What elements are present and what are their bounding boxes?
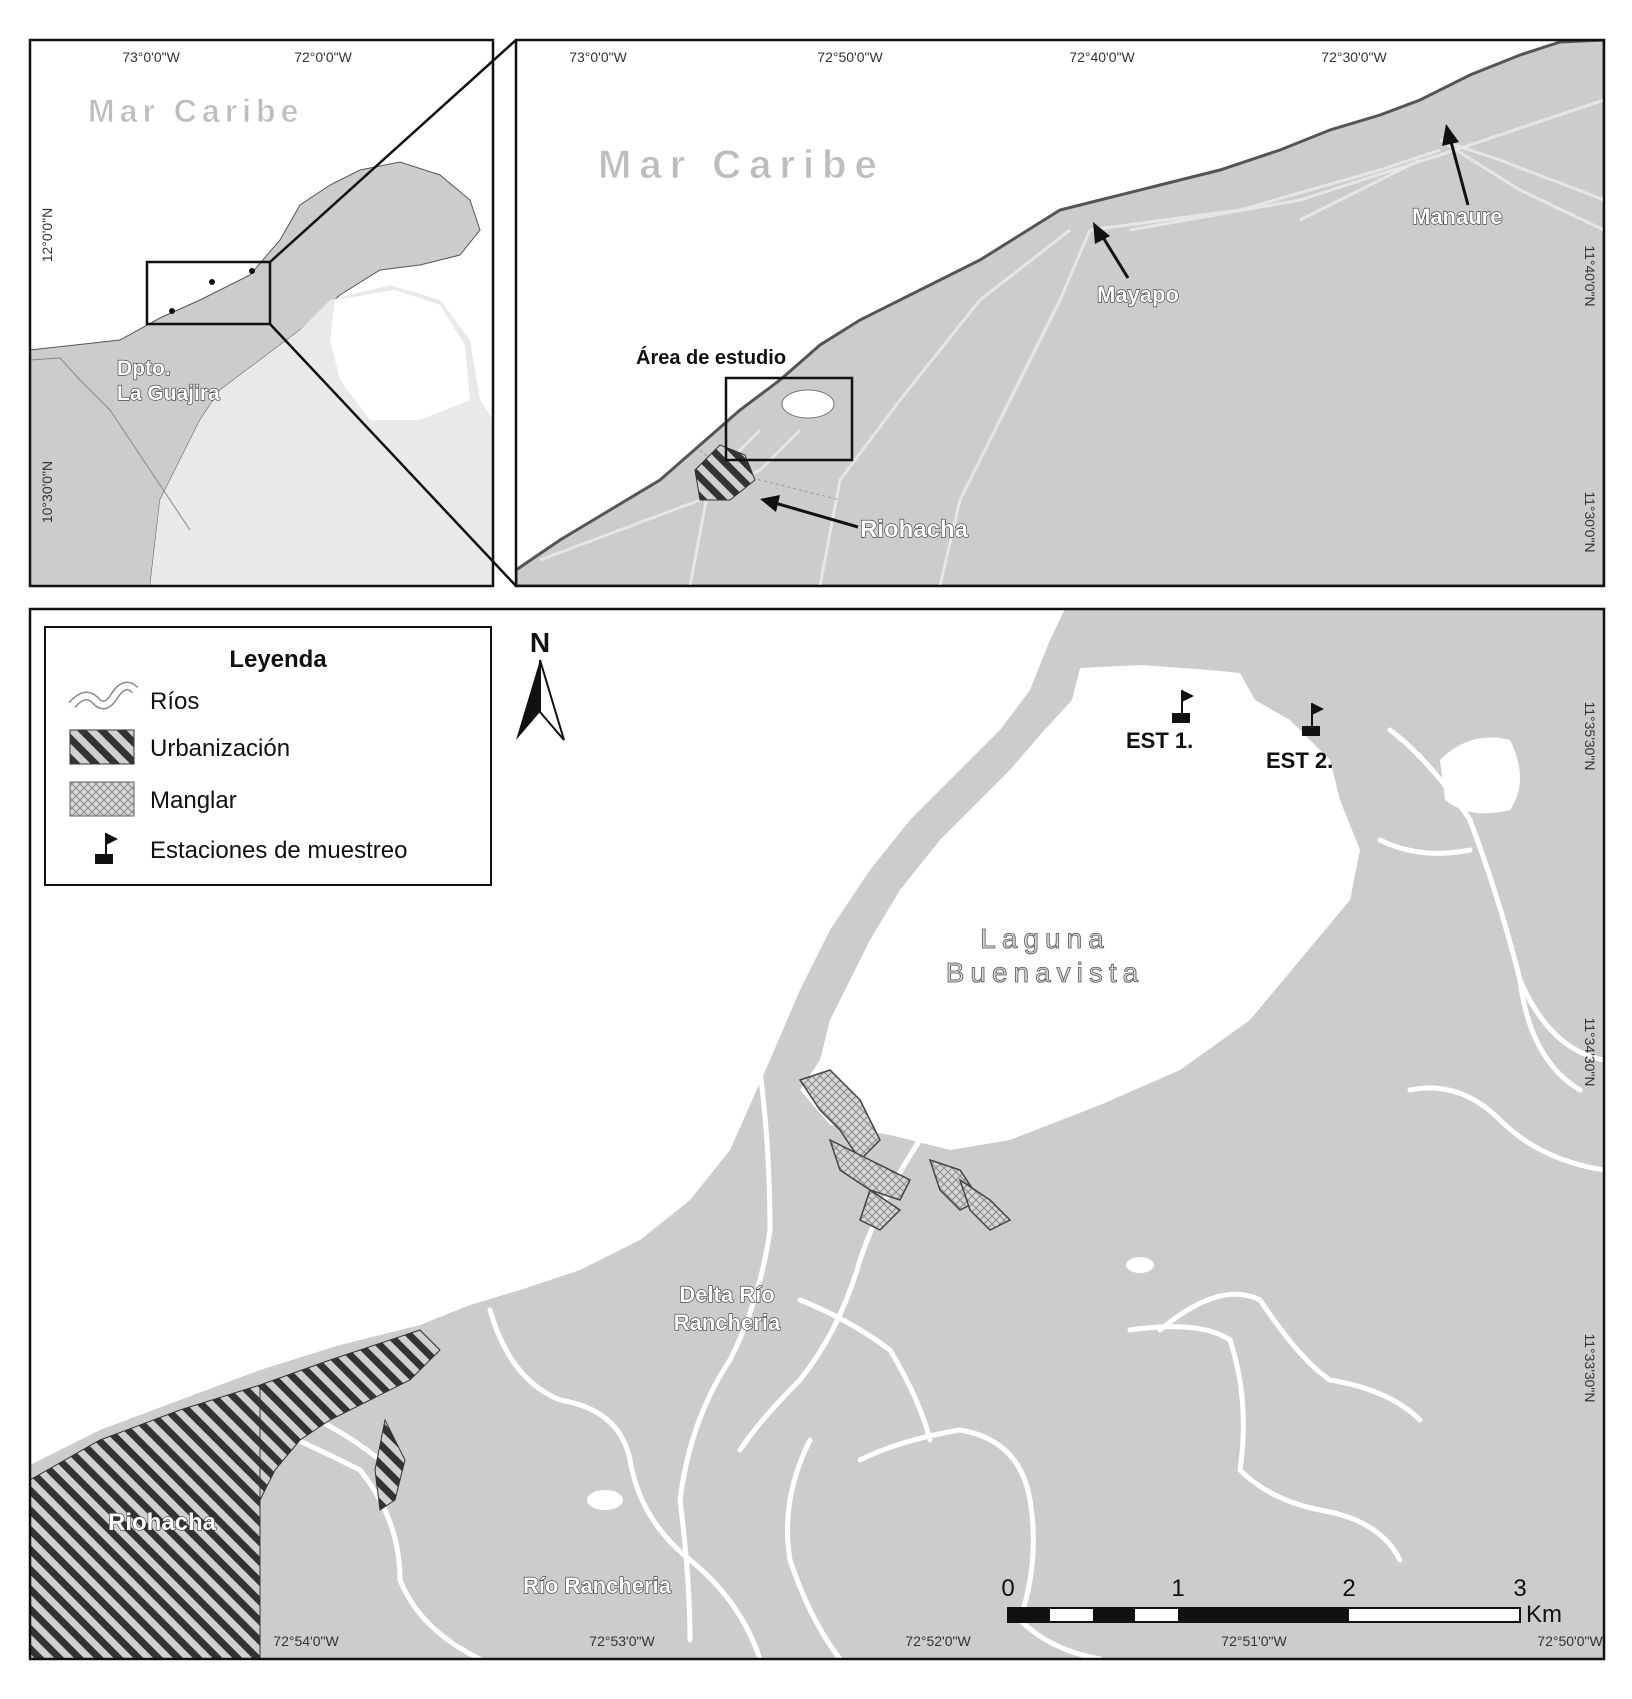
scale-tick: 0 [1001, 1575, 1014, 1602]
regional-lat-tick: 11°40'0"N [1582, 245, 1598, 306]
inset-extent-box [145, 260, 272, 326]
regional-lat-tick: 11°30'0"N [1582, 491, 1598, 552]
inset-lon-tick: 72°0'0"W [294, 49, 352, 65]
detail-lon-tick: 72°53'0"W [589, 1633, 655, 1649]
legend-symbol-mangrove [69, 781, 135, 817]
place-label-riohacha: Riohacha [860, 516, 969, 543]
inset-lat-tick: 12°0'0"N [39, 208, 55, 263]
extent-connector [269, 39, 517, 263]
extent-connector [269, 323, 517, 587]
regional-lon-tick: 73°0'0"W [569, 49, 627, 65]
scale-tick: 2 [1342, 1575, 1355, 1602]
delta-label-2: Rancheria [674, 1310, 781, 1335]
regional-roads [539, 98, 1604, 586]
detail-lon-tick: 72°51'0"W [1221, 1633, 1287, 1649]
urban-riohacha-east [259, 1329, 441, 1501]
lagoon-buenavista [800, 665, 1360, 1150]
inset-region-label-2: La Guajira [117, 382, 220, 405]
legend: Leyenda Ríos Urbanización Manglar Estaci… [44, 626, 492, 886]
legend-symbol-station [95, 833, 118, 864]
north-arrow: N [516, 627, 565, 741]
city-label-riohacha: Riohacha [108, 1509, 217, 1536]
station-label-est-2: EST 2. [1266, 748, 1333, 773]
regional-sea-label: Mar Caribe [598, 143, 885, 187]
inset-region-label-1: Dpto. [117, 357, 171, 380]
legend-label-urban: Urbanización [150, 735, 290, 762]
detail-lon-tick: 72°52'0"W [905, 1633, 971, 1649]
inset-lat-tick: 10°30'0"N [39, 461, 55, 523]
inset-lon-tick: 73°0'0"W [122, 49, 180, 65]
station-est-1 [1172, 690, 1194, 723]
regional-map: Mar Caribe Área de estudio Manaure Mayap… [514, 38, 1606, 588]
inset-sea-label: Mar Caribe [88, 93, 303, 129]
mangrove-areas [798, 1069, 1012, 1231]
inset-gulf [330, 290, 470, 420]
regional-lagoon [781, 389, 835, 419]
north-label: N [530, 627, 550, 658]
study-area-box [724, 376, 854, 462]
scale-bar: 0 1 2 3 Km [1001, 1575, 1562, 1628]
scale-unit: Km [1526, 1601, 1562, 1628]
regional-lon-tick: 72°30'0"W [1321, 49, 1387, 65]
scale-tick: 1 [1171, 1575, 1184, 1602]
place-label-mayapo: Mayapo [1097, 282, 1179, 307]
lagoon-label-1: Laguna [980, 923, 1109, 954]
detail-map: Leyenda Ríos Urbanización Manglar Estaci… [28, 607, 1606, 1661]
detail-lat-tick: 11°34'30"N [1582, 1017, 1598, 1086]
regional-lon-tick: 72°40'0"W [1069, 49, 1135, 65]
study-area-label: Área de estudio [636, 346, 786, 369]
urban-patch [374, 1418, 406, 1511]
regional-lon-tick: 72°50'0"W [817, 49, 883, 65]
legend-title: Leyenda [229, 646, 327, 673]
legend-symbol-urban [69, 729, 135, 765]
station-est-2 [1302, 703, 1324, 736]
river-label: Río Rancheria [523, 1573, 672, 1598]
delta-label-1: Delta Río [679, 1282, 774, 1307]
legend-label-rivers: Ríos [150, 688, 199, 715]
detail-lon-tick: 72°54'0"W [273, 1633, 339, 1649]
lagoon-label-2: Buenavista [946, 957, 1145, 988]
regional-land [516, 40, 1604, 586]
place-arrows [760, 124, 1470, 529]
station-label-est-1: EST 1. [1126, 728, 1193, 753]
detail-lon-tick: 72°50'0"W [1537, 1633, 1603, 1649]
scale-tick: 3 [1513, 1575, 1526, 1602]
place-label-manaure: Manaure [1412, 204, 1502, 229]
detail-lat-tick: 11°35'30"N [1582, 701, 1598, 770]
legend-label-mangrove: Manglar [150, 787, 237, 814]
legend-label-station: Estaciones de muestreo [150, 837, 407, 864]
detail-lat-tick: 11°33'30"N [1582, 1333, 1598, 1402]
